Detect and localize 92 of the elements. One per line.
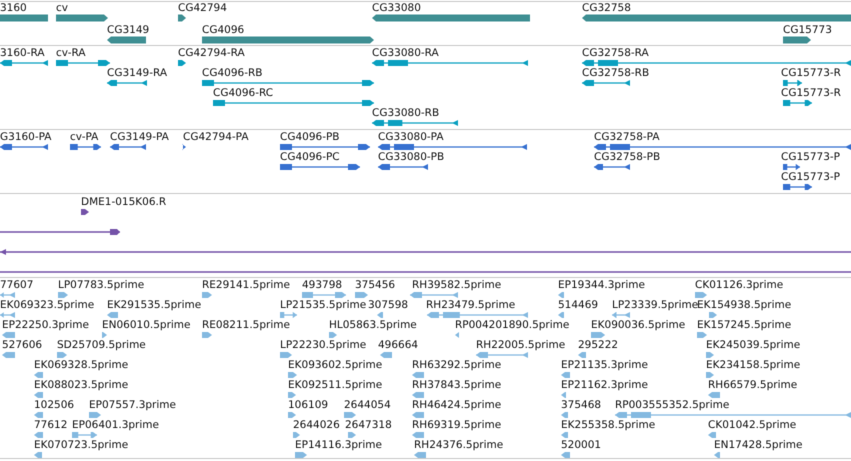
- feature-label: CG4096: [202, 24, 244, 36]
- feature-label: RH37843.5prime: [412, 379, 502, 391]
- feature-label: 496664: [378, 339, 418, 351]
- feature-label: CG42794-PA: [183, 131, 249, 143]
- feature-label: 375456: [355, 279, 396, 291]
- feature-label: RP003555352.5prime: [615, 399, 730, 411]
- feature-label: CG15773-R: [781, 67, 841, 79]
- feature-label: CG32758-RA: [582, 47, 649, 59]
- feature-label: CG32758-PB: [594, 151, 660, 163]
- feature-label: RH69319.5prime: [412, 419, 502, 431]
- feature-label: RH39582.5prime: [412, 279, 502, 291]
- feature-label: 2644054: [344, 399, 391, 411]
- feature-label: CG4096-PB: [280, 131, 340, 143]
- feature-label: CG33080-RB: [372, 107, 440, 119]
- feature-label: LP22230.5prime: [280, 339, 366, 351]
- feature-label: G3160-PA: [0, 131, 52, 143]
- feature-label: CK01042.5prime: [708, 419, 796, 431]
- feature-label: EN17428.5prime: [714, 439, 802, 451]
- feature-label: EK093602.5prime: [288, 359, 382, 371]
- feature-label: CG15773-P: [781, 151, 840, 163]
- feature-label: cv-PA: [70, 131, 98, 143]
- feature-label: CG42794: [178, 2, 227, 14]
- feature-label: 102506: [34, 399, 74, 411]
- feature-label: EK154938.5prime: [697, 299, 792, 311]
- feature-label: RH46424.5prime: [412, 399, 502, 411]
- feature-label: HL05863.5prime: [329, 319, 417, 331]
- feature-label: 2647318: [345, 419, 392, 431]
- feature-label: EK088023.5prime: [34, 379, 128, 391]
- feature-label: CG3149-RA: [107, 67, 168, 79]
- feature-label: DME1-015K06.R: [81, 196, 166, 208]
- feature-label: CG4096-RC: [213, 87, 274, 99]
- feature-label: CG4096-PC: [280, 151, 340, 163]
- feature-label: CG15773: [783, 24, 832, 36]
- feature-label: 520001: [561, 439, 602, 451]
- feature-label: EK291535.5prime: [107, 299, 202, 311]
- feature-label: RP004201890.5prime: [455, 319, 570, 331]
- feature-label: 106109: [288, 399, 328, 411]
- feature-label: 295222: [578, 339, 618, 351]
- feature-label: EK069323.5prime: [0, 299, 94, 311]
- feature-label: EK234158.5prime: [706, 359, 800, 371]
- feature-label: EP07557.3prime: [89, 399, 176, 411]
- feature-label: LP21535.5prime: [280, 299, 366, 311]
- feature-label: EP22250.3prime: [2, 319, 89, 331]
- feature-label: EK069328.5prime: [34, 359, 128, 371]
- feature-label: 307598: [368, 299, 408, 311]
- feature-label: CG3149: [107, 24, 150, 36]
- feature-label: CG4096-RB: [202, 67, 262, 79]
- feature-label: EK070723.5prime: [34, 439, 128, 451]
- feature-label: CG32758-PA: [594, 131, 660, 143]
- feature-label: CG15773-R: [781, 87, 841, 99]
- feature-label: EP19344.3prime: [558, 279, 645, 291]
- feature-label: 527606: [2, 339, 42, 351]
- feature-label: EK092511.5prime: [288, 379, 382, 391]
- feature-label: RH66579.5prime: [708, 379, 798, 391]
- feature-label: RH22005.5prime: [476, 339, 566, 351]
- feature-label: LP23339.5prime: [612, 299, 698, 311]
- feature-label: CK01126.3prime: [695, 279, 784, 291]
- feature-label: EP14116.3prime: [295, 439, 382, 451]
- feature-label: CG32758-RB: [582, 67, 650, 79]
- feature-label: 375468: [561, 399, 602, 411]
- feature-label: 3160: [0, 2, 27, 14]
- feature-label: CG33080-RA: [372, 47, 439, 59]
- feature-label: EP21135.3prime: [561, 359, 648, 371]
- feature-label: 77607: [0, 279, 34, 291]
- feature-label: 493798: [302, 279, 342, 291]
- feature-label: CG33080-PB: [378, 151, 444, 163]
- feature-label: RE08211.5prime: [202, 319, 290, 331]
- feature-label: CG33080-PA: [378, 131, 444, 143]
- feature-label: CG15773-P: [781, 171, 840, 183]
- feature-label: 77612: [34, 419, 68, 431]
- feature-label: 514469: [558, 299, 598, 311]
- feature-label: 2644026: [293, 419, 340, 431]
- feature-label: EP06401.3prime: [72, 419, 159, 431]
- feature-label: SD25709.5prime: [57, 339, 146, 351]
- feature-label: CG32758: [582, 2, 631, 14]
- feature-label: RH23479.5prime: [426, 299, 516, 311]
- feature-label: EK255358.5prime: [561, 419, 656, 431]
- feature-label: EK090036.5prime: [591, 319, 686, 331]
- feature-label: 3160-RA: [0, 47, 45, 59]
- feature-label: RE29141.5prime: [202, 279, 290, 291]
- feature-label: EN06010.5prime: [102, 319, 190, 331]
- feature-label: CG3149-PA: [110, 131, 169, 143]
- feature-label: CG42794-RA: [178, 47, 245, 59]
- feature-label: LP07783.5prime: [58, 279, 144, 291]
- feature-label: cv-RA: [56, 47, 86, 59]
- feature-label: cv: [56, 2, 68, 14]
- feature-label: EP21162.3prime: [561, 379, 648, 391]
- feature-label: EK157245.5prime: [697, 319, 792, 331]
- feature-label: CG33080: [372, 2, 421, 14]
- feature-label: RH63292.5prime: [412, 359, 502, 371]
- feature-label: RH24376.5prime: [414, 439, 504, 451]
- feature-label: EK245039.5prime: [706, 339, 800, 351]
